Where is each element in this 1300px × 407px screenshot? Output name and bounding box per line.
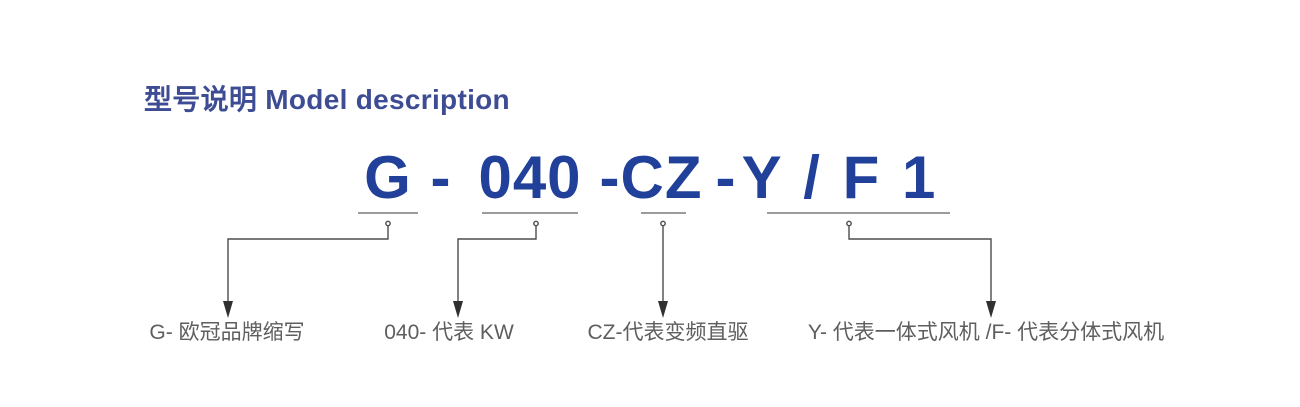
connector-line-brand	[227, 226, 389, 302]
model-code-segment-fan-type: Y / F 1	[741, 144, 939, 211]
underline-drive	[641, 212, 686, 214]
model-code-segment-brand: G	[364, 144, 412, 211]
connector-dot-brand	[385, 220, 391, 227]
underline-brand	[358, 212, 418, 214]
connector-dot-power	[533, 220, 539, 227]
page-title: 型号说明 Model description	[144, 84, 510, 115]
underline-fan-type	[767, 212, 950, 214]
arrowhead-power	[453, 301, 463, 318]
legend-label-fan-type: Y- 代表一体式风机 /F- 代表分体式风机	[807, 321, 1165, 344]
connector-line-power	[457, 226, 537, 302]
model-code-segment-drive: -CZ	[599, 144, 703, 211]
arrowhead-fan-type	[986, 301, 996, 318]
model-code-separator-1: -	[430, 144, 452, 211]
model-code-segment-power: 040	[478, 144, 582, 211]
legend-label-power: 040- 代表 KW	[384, 321, 514, 344]
arrowhead-drive	[658, 301, 668, 318]
model-code-separator-2: -	[715, 144, 737, 211]
connector-line-fan-type	[848, 226, 992, 302]
legend-label-drive: CZ-代表变频直驱	[587, 321, 749, 344]
connector-dot-fan-type	[846, 220, 852, 227]
legend-label-brand: G- 欧冠品牌缩写	[149, 321, 305, 344]
arrowhead-brand	[223, 301, 233, 318]
connector-dot-drive	[660, 220, 666, 227]
underline-power	[482, 212, 578, 214]
